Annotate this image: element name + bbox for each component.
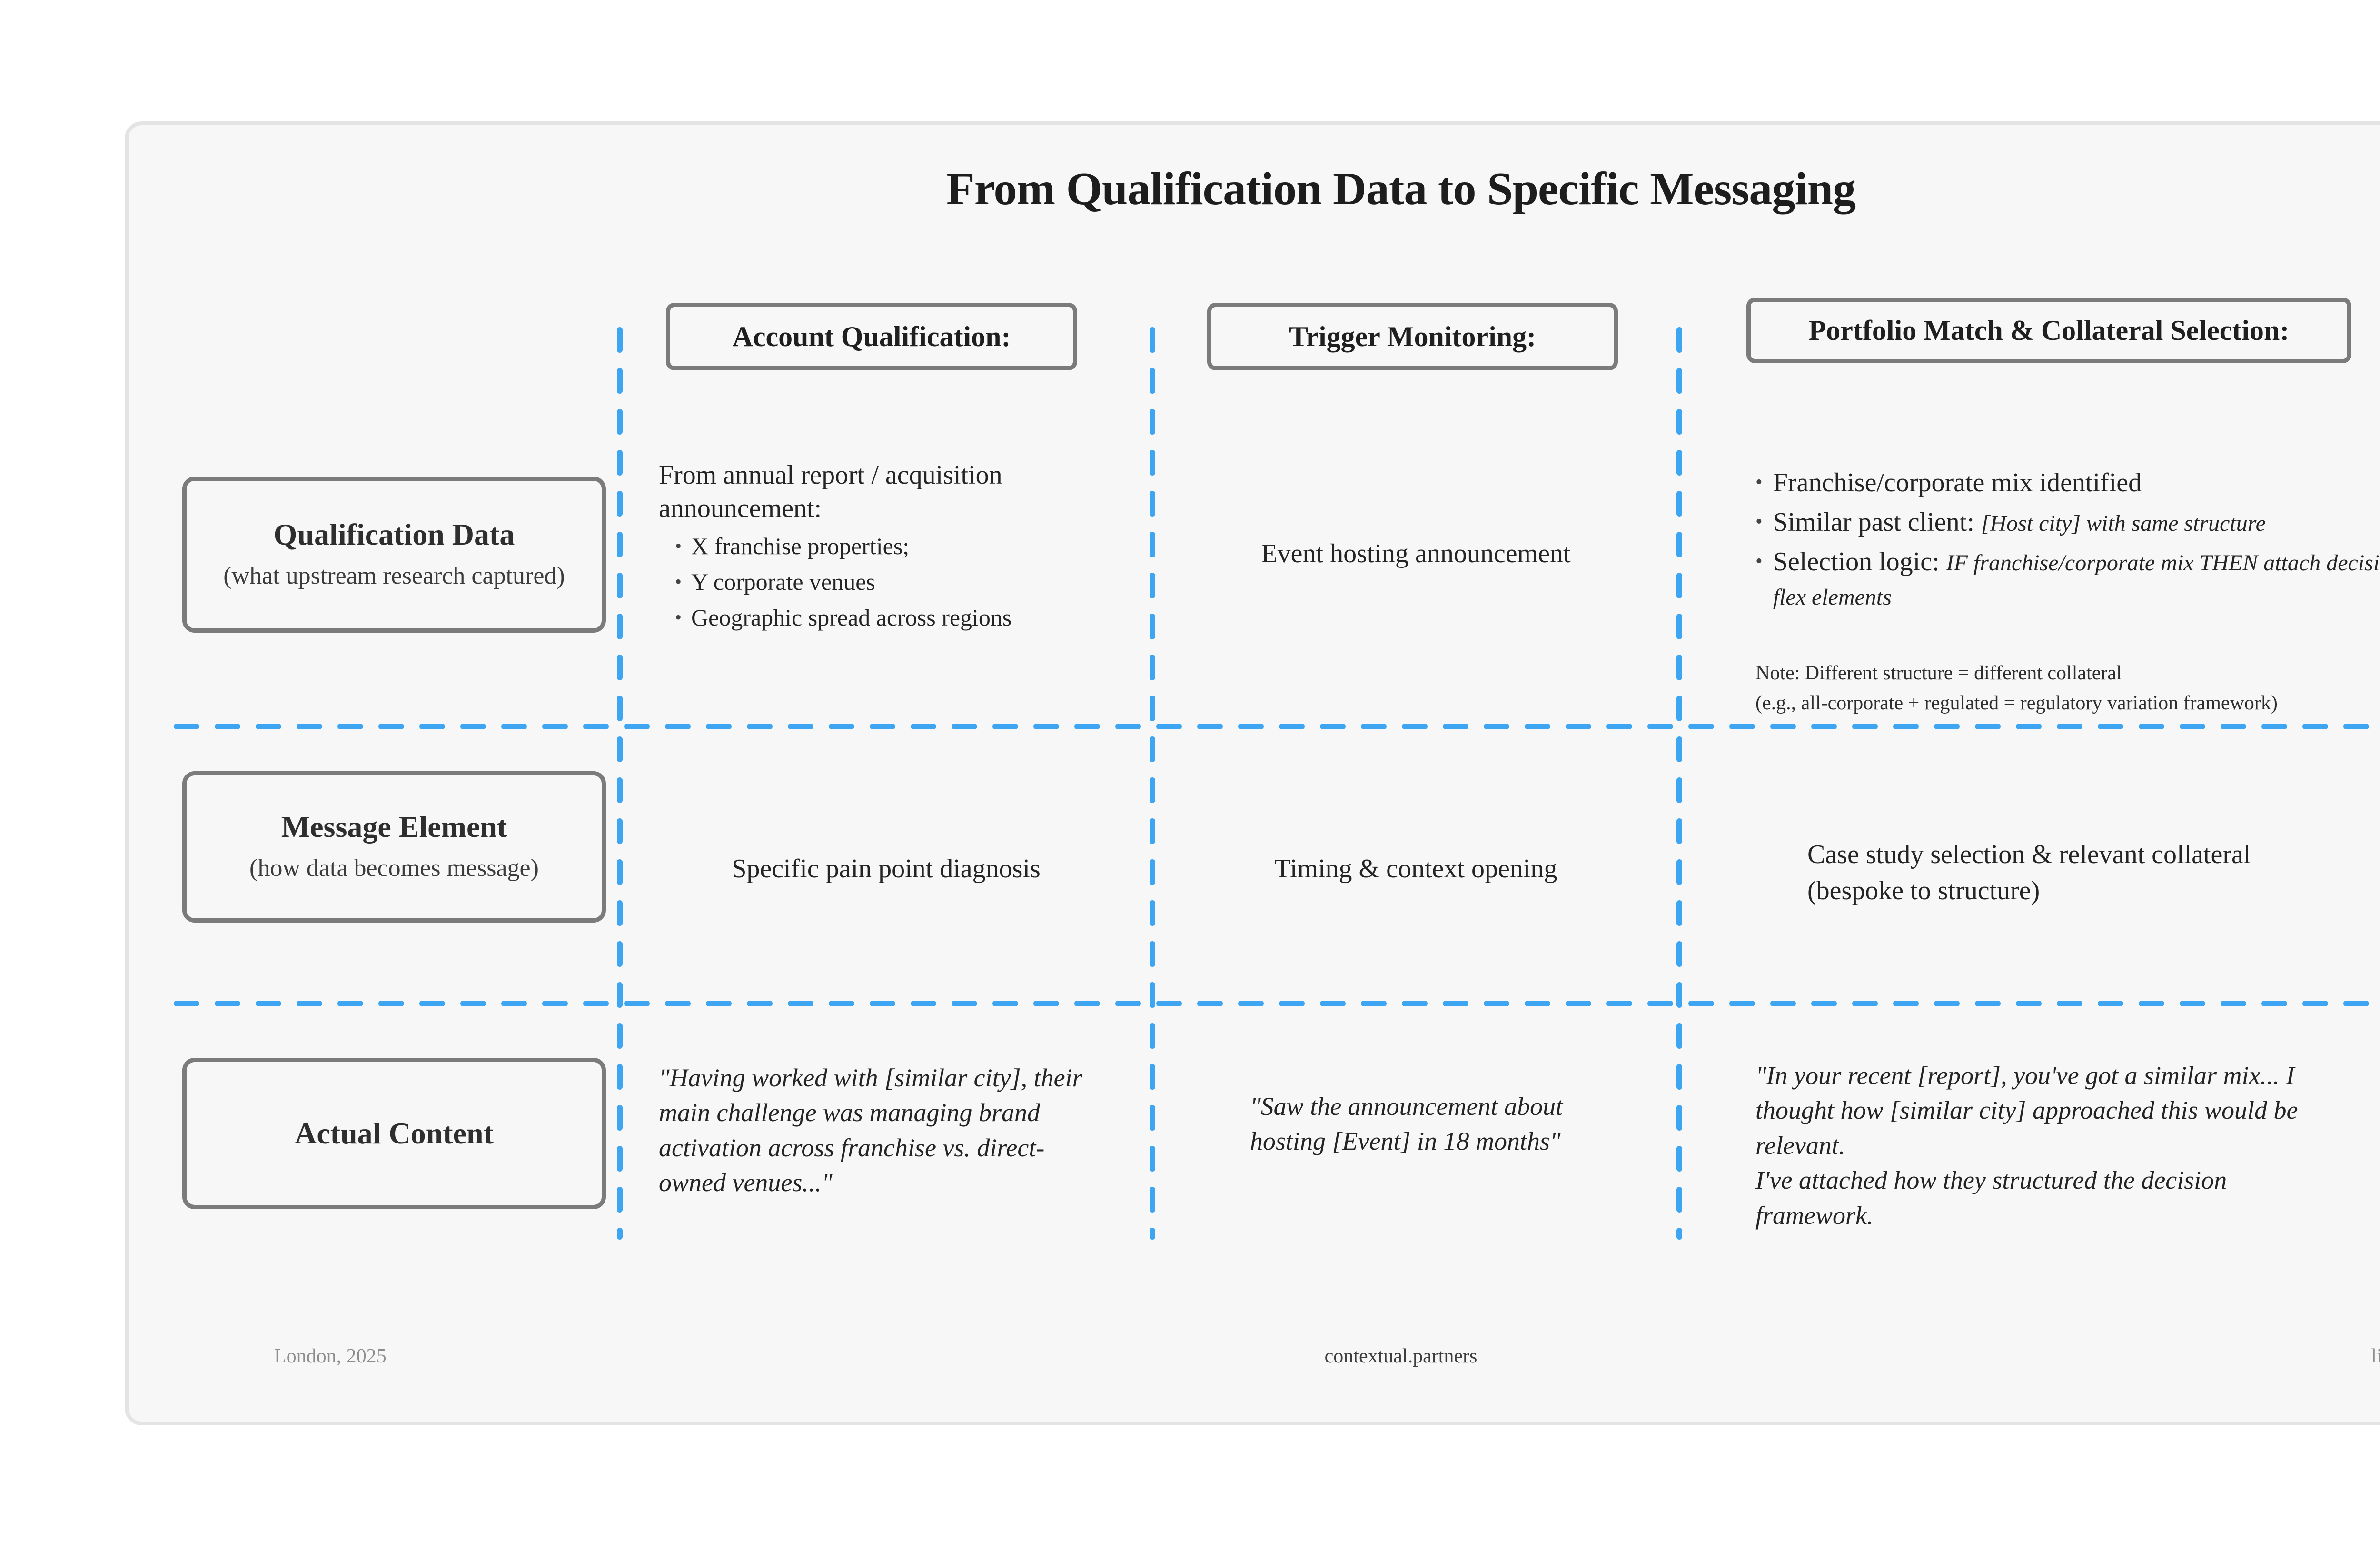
portfolio-note: Note: Different structure = different co… <box>1755 658 2380 718</box>
bullet-list: • X franchise properties; • Y corporate … <box>659 532 1059 632</box>
row-label: Message Element <box>281 810 507 844</box>
cell-content-trigger: "Saw the announcement about hosting [Eve… <box>1250 1092 1563 1156</box>
bullet-text: Selection logic: IF franchise/corporate … <box>1773 547 2380 610</box>
column-header-label: Portfolio Match & Collateral Selection: <box>1808 314 2290 346</box>
bullet-icon: • <box>675 571 682 592</box>
footer-location: London, 2025 <box>274 1345 387 1367</box>
row-label-qualification-data: Qualification Data (what upstream resear… <box>182 477 606 633</box>
row-label-actual-content: Actual Content <box>182 1058 606 1209</box>
cell-qualification-trigger: Event hosting announcement <box>1261 539 1571 568</box>
quote-line: "In your recent [report], you've got a s… <box>1755 1061 2298 1160</box>
cell-line: Case study selection & relevant collater… <box>1807 840 2251 869</box>
bullet-text: Franchise/corporate mix identified <box>1773 468 2142 497</box>
cell-intro: From annual report / acquisition announc… <box>659 460 1002 523</box>
bullet-icon: • <box>675 606 682 628</box>
column-header-trigger-monitoring: Trigger Monitoring: <box>1207 303 1618 370</box>
column-header-account-qualification: Account Qualification: <box>666 303 1077 370</box>
footer-website: contextual.partners <box>1324 1345 1478 1367</box>
cell-qualification-portfolio: • Franchise/corporate mix identified • S… <box>1755 461 2380 614</box>
cell-content-portfolio: "In your recent [report], you've got a s… <box>1755 1058 2350 1233</box>
bullet-text: Geographic spread across regions <box>691 604 1012 631</box>
note-line: (e.g., all-corporate + regulated = regul… <box>1755 692 2278 714</box>
column-header-label: Account Qualification: <box>732 320 1011 352</box>
quote-line: I've attached how they structured the de… <box>1755 1166 2227 1230</box>
cell-line: (bespoke to structure) <box>1807 875 2040 905</box>
cell-message-account: Specific pain point diagnosis <box>732 854 1041 884</box>
page-title: From Qualification Data to Specific Mess… <box>946 163 1856 215</box>
row-label-message-element: Message Element (how data becomes messag… <box>182 771 606 923</box>
bullet-text: Similar past client: [Host city] with sa… <box>1773 507 2266 537</box>
bullet-icon: • <box>1755 510 1763 533</box>
row-label: Actual Content <box>295 1116 494 1150</box>
list-item: • Geographic spread across regions <box>659 603 1059 632</box>
cell-content-account: "Having worked with [similar city], thei… <box>659 1064 1082 1197</box>
row-sublabel: (how data becomes message) <box>249 855 539 882</box>
bullet-text: Y corporate venues <box>691 568 875 595</box>
note-line: Note: Different structure = different co… <box>1755 662 2122 684</box>
column-header-portfolio-match: Portfolio Match & Collateral Selection: <box>1746 298 2351 363</box>
list-item: • Similar past client: [Host city] with … <box>1755 505 2380 540</box>
footer-linkedin-url: linkedin.com/in/max-pochuev/ <box>2371 1345 2380 1367</box>
cell-message-trigger: Timing & context opening <box>1274 854 1557 884</box>
list-item: • X franchise properties; <box>659 532 1059 561</box>
bullet-icon: • <box>675 535 682 557</box>
list-item: • Selection logic: IF franchise/corporat… <box>1755 545 2380 614</box>
list-item: • Franchise/corporate mix identified <box>1755 466 2380 500</box>
slide-card: From Qualification Data to Specific Mess… <box>125 121 2380 1425</box>
bullet-icon: • <box>1755 550 1763 572</box>
cell-qualification-account: From annual report / acquisition announc… <box>659 458 1059 632</box>
column-header-label: Trigger Monitoring: <box>1289 320 1537 352</box>
bullet-icon: • <box>1755 471 1763 493</box>
cell-message-portfolio: Case study selection & relevant collater… <box>1807 837 2380 909</box>
list-item: • Y corporate venues <box>659 567 1059 597</box>
bullet-text: X franchise properties; <box>691 533 910 559</box>
row-label: Qualification Data <box>273 517 515 552</box>
row-sublabel: (what upstream research captured) <box>223 562 565 590</box>
